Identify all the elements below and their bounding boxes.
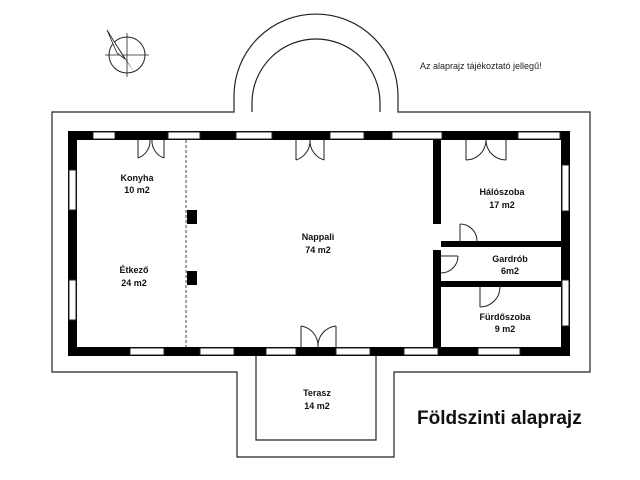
room-haloszoba: Hálószoba 17 m2 <box>479 187 525 210</box>
room-haloszoba-area: 17 m2 <box>489 200 515 210</box>
room-etkezo-area: 24 m2 <box>121 278 147 288</box>
outer-outline <box>51 13 591 458</box>
room-etkezo: Étkező 24 m2 <box>119 265 149 288</box>
exterior-walls <box>68 131 570 356</box>
room-gardrob: Gardrób 6m2 <box>492 254 528 276</box>
room-nappali: Nappali 74 m2 <box>302 232 335 255</box>
room-terasz-area: 14 m2 <box>304 401 330 411</box>
room-furdoszoba: Fürdőszoba 9 m2 <box>480 312 532 334</box>
room-etkezo-name: Étkező <box>119 265 149 275</box>
room-terasz: Terasz 14 m2 <box>303 388 331 411</box>
room-nappali-area: 74 m2 <box>305 245 331 255</box>
room-furdoszoba-name: Fürdőszoba <box>480 312 532 322</box>
disclaimer-note: Az alaprajz tájékoztató jellegű! <box>420 61 542 71</box>
room-konyha-area: 10 m2 <box>124 185 150 195</box>
room-nappali-name: Nappali <box>302 232 335 242</box>
plan-title: Földszinti alaprajz <box>417 408 582 429</box>
room-gardrob-area: 6m2 <box>501 266 519 276</box>
room-haloszoba-name: Hálószoba <box>479 187 525 197</box>
room-furdoszoba-area: 9 m2 <box>495 324 516 334</box>
room-terasz-name: Terasz <box>303 388 331 398</box>
room-konyha-name: Konyha <box>120 173 154 183</box>
interior-walls <box>187 140 561 347</box>
compass-north-arrow-icon <box>105 29 149 77</box>
windows <box>68 131 570 356</box>
room-konyha: Konyha 10 m2 <box>120 173 154 195</box>
doors <box>137 139 507 348</box>
room-gardrob-name: Gardrób <box>492 254 528 264</box>
